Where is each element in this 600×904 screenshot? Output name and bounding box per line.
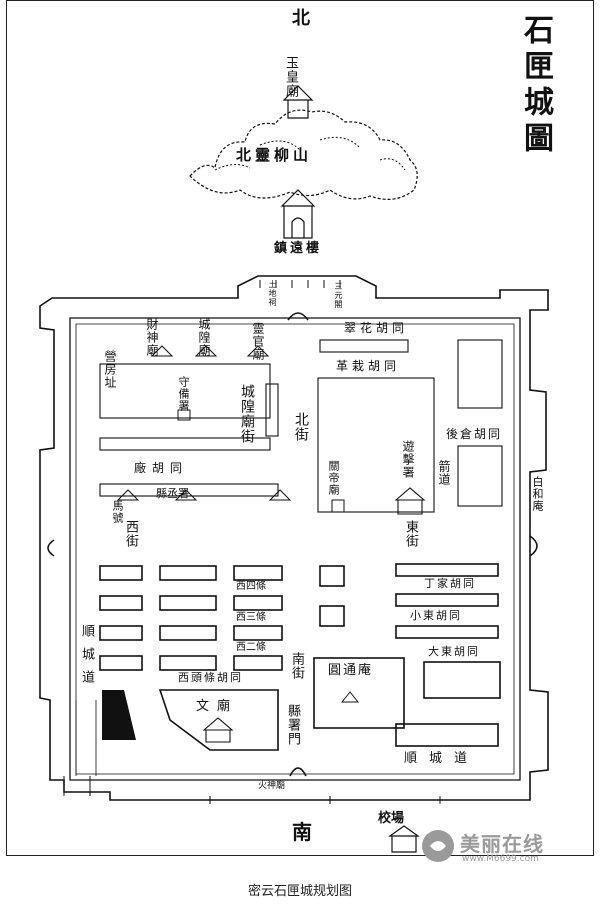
- yuhuang-temple-shape: [282, 85, 314, 119]
- parade-ground-label: 校場: [378, 811, 405, 826]
- jian-dao-label: 箭道: [437, 460, 451, 486]
- south-gate: [289, 767, 307, 777]
- south-label: 南: [292, 820, 312, 844]
- tower-label: 鎮遠樓: [274, 241, 323, 256]
- cuihua-hutong-label: 翠花胡同: [344, 321, 409, 335]
- watermark: 美丽在线 www.M6699.com: [418, 826, 578, 866]
- east-street-label: 東街: [403, 520, 418, 548]
- north-street-label: 北街: [293, 412, 309, 442]
- south-street-label: 南街: [289, 652, 304, 680]
- inner-city-wall: [69, 317, 521, 781]
- hou-cang-hutong-label: 後倉胡同: [446, 427, 503, 441]
- north-label: 北: [292, 8, 310, 29]
- outer-city-wall: [39, 275, 549, 801]
- shuncheng-dao-west-label: 順城道: [79, 624, 94, 693]
- horse-office-label: 馬號: [111, 500, 124, 524]
- watermark-logo-icon: [422, 830, 454, 862]
- west-street-label: 西街: [123, 520, 138, 548]
- map-title: 石匣城圖: [518, 14, 553, 158]
- chang-hutong-label: 廠胡同: [134, 461, 189, 475]
- lingguan-temple-label: 靈官廟: [251, 322, 265, 361]
- map-caption: 密云石匣城规划图: [247, 884, 352, 899]
- west-gate: [47, 539, 55, 557]
- wenchang-shrine-label: 三元閣: [334, 282, 343, 309]
- tower-shape: [280, 189, 316, 239]
- baihe-label: 白和庵: [531, 476, 544, 512]
- caishen-temple-label: 財神廟: [145, 318, 159, 357]
- barracks-label: 營房址: [103, 350, 117, 389]
- watermark-url: www.M6699.com: [462, 854, 539, 864]
- gezai-hutong-label: 革栽胡同: [336, 359, 401, 373]
- north-gate: [287, 312, 309, 321]
- toutiao-hutong-label: 西頭條胡同: [178, 671, 243, 684]
- yuhuang-temple-label: 玉皇廟: [283, 56, 298, 98]
- map-frame: [6, 0, 594, 856]
- chenghuang-street-label: 城隍廟街: [239, 384, 255, 444]
- east-gate: [529, 535, 538, 557]
- fire-god-temple-label: 火神廟: [258, 781, 286, 791]
- shoubei-office-label: 守備署: [177, 376, 190, 412]
- guandi-temple-label: 關帝廟: [327, 460, 340, 496]
- tudi-shrine-label: 土地祠: [268, 280, 277, 307]
- parade-ground-shape: [388, 825, 420, 853]
- watermark-brand: 美丽在线: [460, 832, 544, 856]
- mountain-label: 北靈柳山: [236, 146, 313, 164]
- yuantong-an-label: 圓通庵: [328, 663, 374, 678]
- xiaodong-hutong-label: 小東胡同: [410, 609, 462, 622]
- xi-er-label: 西二條: [236, 642, 266, 653]
- wen-temple-label: 文廟: [196, 699, 239, 714]
- county-gate-label: 縣署門: [285, 704, 300, 746]
- mountain-outline: [189, 109, 418, 200]
- xi-san-label: 西三條: [236, 612, 266, 623]
- shuncheng-dao-south-label: 順城道: [404, 751, 480, 766]
- cheng-office-label: 縣丞署: [156, 487, 189, 500]
- dadong-hutong-label: 大東胡同: [428, 645, 480, 658]
- chenghuang-temple-label: 城隍廟: [197, 318, 211, 357]
- ding-hutong-label: 丁家胡同: [424, 577, 476, 590]
- xi-si-label: 西四條: [236, 581, 266, 592]
- youji-office-label: 遊擊署: [401, 440, 415, 479]
